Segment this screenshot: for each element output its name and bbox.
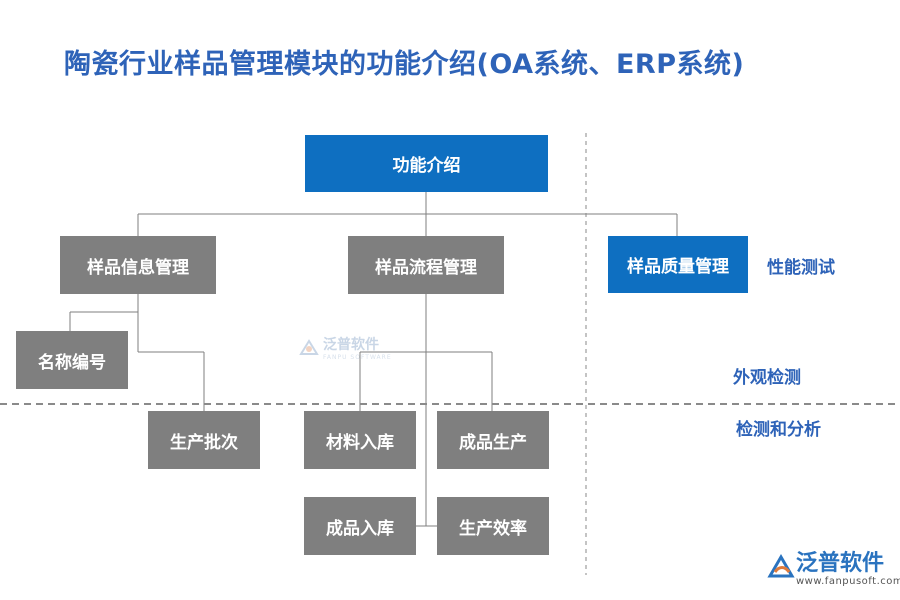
page-title: 陶瓷行业样品管理模块的功能介绍(OA系统、ERP系统) — [64, 49, 745, 80]
brand-logo-icon — [767, 554, 795, 578]
module-box-info: 样品信息管理 — [60, 236, 216, 294]
brand-logo-text: 泛普软件 — [796, 551, 885, 576]
brand-logo-url: www.fanpusoft.com — [796, 576, 900, 587]
leaf-box-name-no: 名称编号 — [16, 331, 128, 389]
watermark: 泛普软件 FANPU SOFTWARE — [298, 334, 392, 361]
leaf-box-efficiency: 生产效率 — [437, 497, 549, 555]
leaf-box-batch: 生产批次 — [148, 411, 260, 469]
brand-logo: 泛普软件 www.fanpusoft.com — [766, 552, 900, 587]
watermark-brand: 泛普软件 — [323, 337, 379, 353]
root-box-function-intro: 功能介绍 — [305, 135, 548, 192]
leaf-box-product-in: 成品入库 — [304, 497, 416, 555]
quality-item-performance: 性能测试 — [767, 258, 835, 278]
leaf-box-product-production: 成品生产 — [437, 411, 549, 469]
quality-item-analysis: 检测和分析 — [736, 420, 821, 440]
module-box-flow: 样品流程管理 — [348, 236, 504, 294]
leaf-box-material-in: 材料入库 — [304, 411, 416, 469]
quality-item-appearance: 外观检测 — [733, 368, 801, 388]
watermark-logo-icon — [299, 338, 319, 355]
module-box-quality: 样品质量管理 — [608, 236, 748, 293]
watermark-sub: FANPU SOFTWARE — [323, 354, 392, 361]
